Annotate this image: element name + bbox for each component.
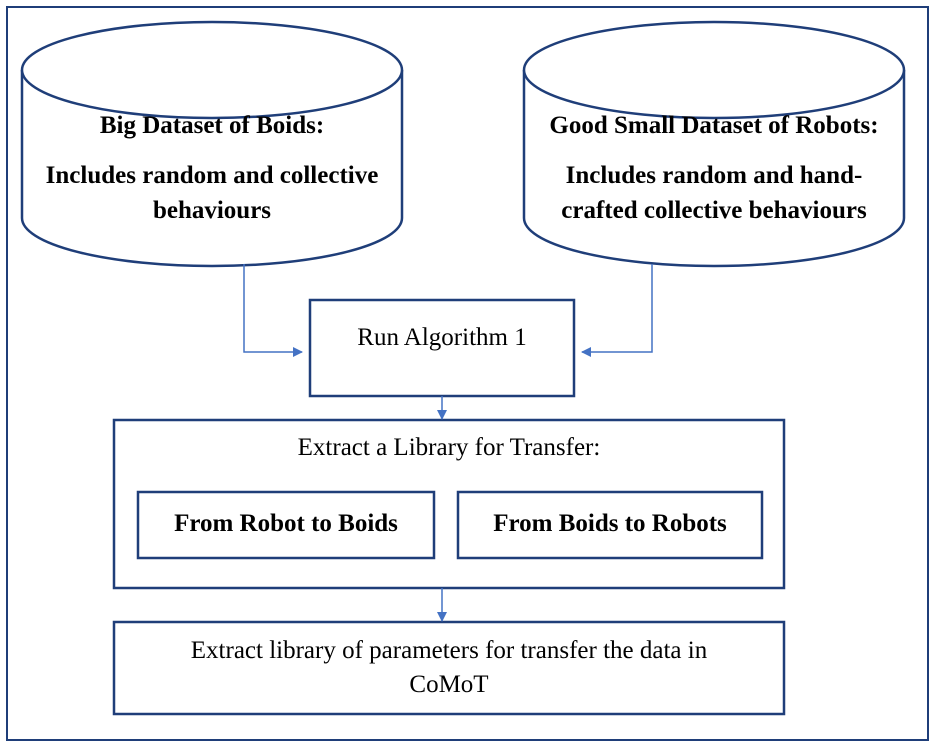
final-box-line2: CoMoT [409,671,489,698]
final-parameters-box [112,620,786,716]
left-db-title: Big Dataset of Boids: [99,112,325,139]
right-db-title: Good Small Dataset of Robots: [549,112,879,139]
run-algorithm-box [308,298,576,398]
arrow-right-db-to-run [581,264,653,357]
right-db-desc-line2: crafted collective behaviours [561,197,867,224]
left-database-cylinder [20,20,404,268]
outer-frame [6,6,929,741]
arrow-left-db-to-run [243,264,303,357]
boids-to-robots-label: From Boids to Robots [493,510,727,537]
left-db-desc-line1: Includes random and collective [45,162,379,189]
extract-library-title: Extract a Library for Transfer: [297,434,601,461]
robot-to-boids-label: From Robot to Boids [174,510,398,537]
boids-to-robots-box [456,490,764,560]
final-box-line1: Extract library of parameters for transf… [190,637,708,664]
robot-to-boids-box [136,490,436,560]
right-db-desc-line1: Includes random and hand- [565,162,863,189]
run-algorithm-label: Run Algorithm 1 [357,324,527,351]
left-db-desc-line2: behaviours [152,197,272,224]
right-database-cylinder [522,20,906,268]
